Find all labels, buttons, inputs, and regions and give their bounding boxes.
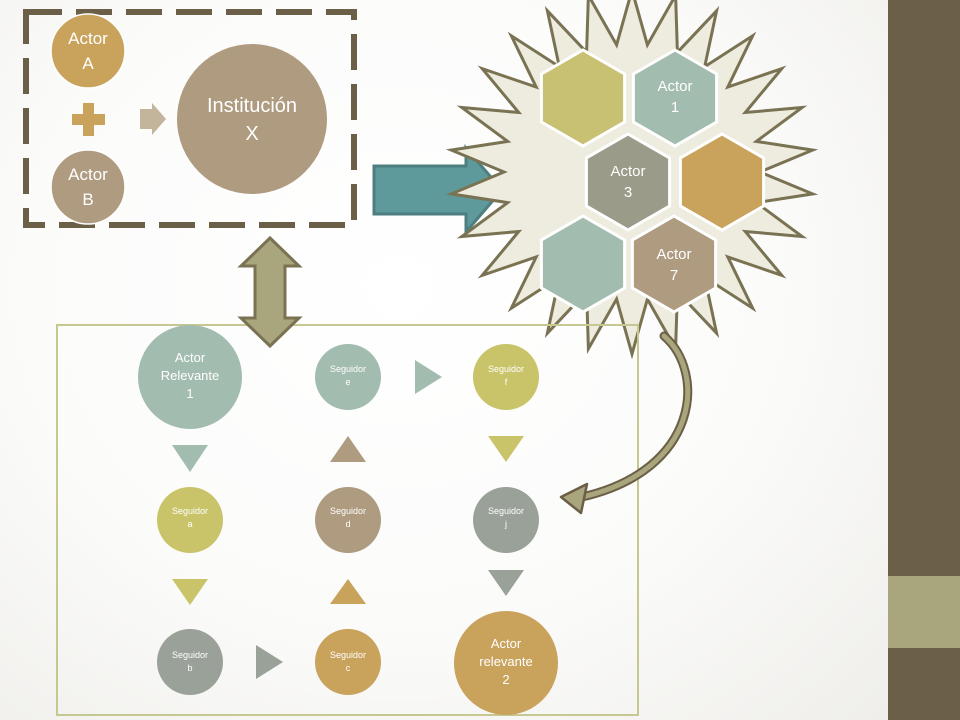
seguidor-a-label-1: Seguidor xyxy=(172,506,208,516)
seguidor-e-label-2: e xyxy=(345,377,350,387)
seguidor-e-label-1: Seguidor xyxy=(330,364,366,374)
hex-5-shape xyxy=(539,214,627,314)
node-seguidor-e: Seguidor e xyxy=(315,344,381,410)
actor-relevante-1-label-3: 1 xyxy=(186,386,193,401)
seguidor-c-label-1: Seguidor xyxy=(330,650,366,660)
combine-arrow-icon xyxy=(140,103,166,135)
seguidor-c-label-2: c xyxy=(346,663,351,673)
hex-actor-3-label-2: 3 xyxy=(624,184,632,201)
hex-actor-1-label-2: 1 xyxy=(671,99,679,116)
double-vertical-arrow-icon xyxy=(237,235,303,349)
arrow-up-1-icon xyxy=(330,579,366,604)
node-seguidor-b: Seguidor b xyxy=(157,629,223,695)
hex-actor-7: Actor 7 xyxy=(630,214,718,314)
seguidor-f-label-1: Seguidor xyxy=(488,364,524,374)
node-actor-relevante-1: Actor Relevante 1 xyxy=(138,325,242,429)
actor-relevante-2-label-2: relevante xyxy=(479,654,532,669)
node-seguidor-c: Seguidor c xyxy=(315,629,381,695)
seguidor-f-label-2: f xyxy=(505,377,508,387)
arrow-right-1-icon xyxy=(256,645,283,679)
node-actor-relevante-2: Actor relevante 2 xyxy=(454,611,558,715)
hex-4-shape xyxy=(678,132,766,232)
actor-relevante-2-label-1: Actor xyxy=(491,636,522,651)
seguidor-j-label-1: Seguidor xyxy=(488,506,524,516)
node-seguidor-a: Seguidor a xyxy=(157,487,223,553)
node-seguidor-d: Seguidor d xyxy=(315,487,381,553)
hex-1-shape xyxy=(539,48,627,148)
curved-arrow-head-icon xyxy=(559,482,589,515)
hex-actor-1-label-1: Actor xyxy=(657,78,692,95)
curved-arrow-outline xyxy=(577,331,693,502)
group-dashed-box xyxy=(23,9,357,228)
side-stripe-olive xyxy=(888,576,960,648)
seguidor-d-label-2: d xyxy=(345,519,350,529)
institution-label-2: X xyxy=(245,123,258,145)
curved-arrow-icon xyxy=(579,333,691,500)
hexagon-cluster: Actor 1 Actor 3 Actor 7 xyxy=(539,48,766,314)
node-seguidor-f: Seguidor f xyxy=(473,344,539,410)
actor-b-label-1: Actor xyxy=(68,165,108,184)
actor-a-label-1: Actor xyxy=(68,29,108,48)
big-right-arrow-icon xyxy=(372,143,504,237)
hex-actor-1-shape xyxy=(631,48,719,148)
institution-x-node: Institución X xyxy=(177,44,327,194)
side-stripe-dark-bottom xyxy=(888,648,960,720)
hex-actor-3: Actor 3 xyxy=(584,132,672,232)
hex-actor-7-label-1: Actor xyxy=(656,246,691,263)
hex-5 xyxy=(539,214,627,314)
hex-actor-7-shape xyxy=(630,214,718,314)
arrow-right-2-icon xyxy=(415,360,442,394)
hex-actor-3-shape xyxy=(584,132,672,232)
arrow-down-2-icon xyxy=(172,579,208,605)
hex-actor-3-label-1: Actor xyxy=(610,163,645,180)
arrow-down-4-icon xyxy=(488,570,524,596)
hex-4 xyxy=(678,132,766,232)
seguidor-b-label-2: b xyxy=(187,663,192,673)
plus-icon xyxy=(72,103,105,136)
actor-a-label-2: A xyxy=(82,54,94,73)
actor-relevante-2-label-3: 2 xyxy=(502,672,509,687)
arrow-down-3-icon xyxy=(488,436,524,462)
seguidor-d-label-1: Seguidor xyxy=(330,506,366,516)
hex-actor-1: Actor 1 xyxy=(631,48,719,148)
node-seguidor-j: Seguidor j xyxy=(473,487,539,553)
arrow-up-2-icon xyxy=(330,436,366,462)
actor-relevante-1-label-1: Actor xyxy=(175,350,206,365)
hex-1 xyxy=(539,48,627,148)
actor-b-label-2: B xyxy=(82,190,93,209)
hex-actor-7-label-2: 7 xyxy=(670,267,678,284)
seguidor-b-label-1: Seguidor xyxy=(172,650,208,660)
diagram-canvas: Actor A Actor B Institución X Actor 1 xyxy=(23,0,819,716)
actor-b-node: Actor B xyxy=(50,149,126,225)
side-stripe-dark xyxy=(888,0,960,576)
follower-flow-box xyxy=(56,324,639,716)
seguidor-a-label-2: a xyxy=(187,519,192,529)
institution-label-1: Institución xyxy=(207,95,297,117)
seguidor-j-label-2: j xyxy=(504,519,507,529)
arrow-down-1-icon xyxy=(172,445,208,472)
actor-relevante-1-label-2: Relevante xyxy=(161,368,220,383)
actor-a-node: Actor A xyxy=(50,13,126,89)
